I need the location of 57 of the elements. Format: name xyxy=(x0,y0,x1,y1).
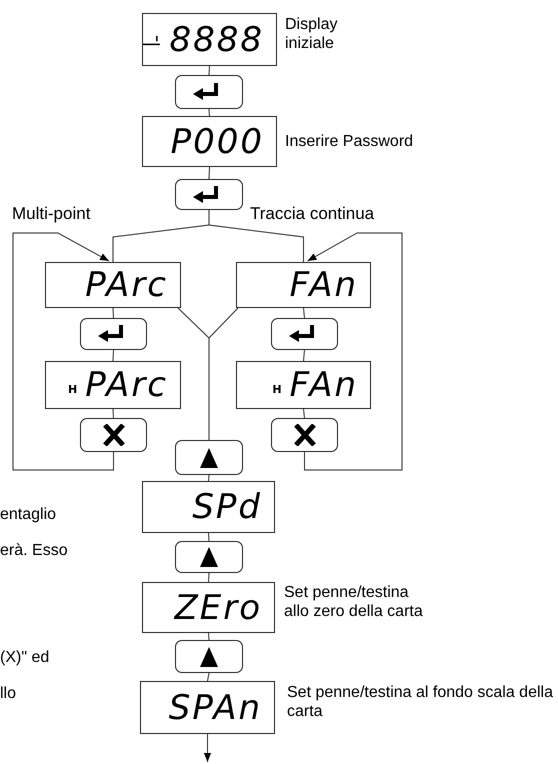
arrow xyxy=(12,232,114,470)
display-box xyxy=(45,361,181,409)
arrow xyxy=(204,734,212,762)
connector-line xyxy=(208,108,210,116)
text-fragment: entaglio xyxy=(0,506,56,524)
connector-line xyxy=(208,532,210,542)
annotation: Inserire Password xyxy=(285,132,414,151)
display-box xyxy=(45,262,181,308)
connector-line xyxy=(303,350,305,362)
display-text: 8888 xyxy=(169,22,264,56)
display-box xyxy=(142,116,277,167)
connector-line xyxy=(112,408,114,418)
display-text: PArc xyxy=(85,268,168,302)
arrow xyxy=(304,232,402,470)
display-box xyxy=(236,361,371,409)
connector-line xyxy=(208,166,210,180)
key-button xyxy=(175,440,243,475)
connector-line xyxy=(208,210,304,262)
key-button xyxy=(80,318,147,350)
key-button xyxy=(175,541,243,573)
display-box xyxy=(140,681,275,734)
display-text: PArc xyxy=(85,368,168,402)
connector-line xyxy=(208,632,210,640)
edge-label: Multi-point xyxy=(12,204,90,224)
key-button xyxy=(80,418,147,452)
key-button xyxy=(271,418,338,452)
connector-line xyxy=(303,308,305,318)
display-box xyxy=(236,262,371,308)
display-box xyxy=(142,13,277,66)
key-button xyxy=(175,75,243,109)
display-text: FAn xyxy=(290,368,358,402)
display-box xyxy=(142,481,275,533)
display-prefix: H xyxy=(68,383,78,396)
connector-line xyxy=(208,66,210,76)
annotation: Display iniziale xyxy=(285,15,338,53)
connector-line xyxy=(208,308,238,440)
display-text: ZEro xyxy=(174,590,262,624)
key-button xyxy=(175,640,243,673)
connector-line xyxy=(208,474,210,482)
annotation: Set penne/testina allo zero della carta xyxy=(284,583,424,621)
display-prefix: H xyxy=(272,383,282,396)
text-fragment: (X)" ed xyxy=(0,649,50,667)
text-fragment: erà. Esso xyxy=(0,542,68,560)
text-fragment: llo xyxy=(0,685,16,703)
display-text: FAn xyxy=(290,268,358,302)
connector-line xyxy=(303,408,305,418)
key-button xyxy=(271,318,338,350)
key-button xyxy=(175,179,243,210)
display-text: SPAn xyxy=(168,690,262,724)
display-box xyxy=(142,582,275,633)
display-text: P000 xyxy=(170,124,264,158)
connector-line xyxy=(208,572,210,582)
connector-line xyxy=(112,308,114,318)
display-text: SPd xyxy=(192,490,262,524)
connector-line xyxy=(112,350,114,362)
connector-line xyxy=(207,672,210,682)
annotation: Set penne/testina al fondo scala della carta xyxy=(287,683,554,721)
